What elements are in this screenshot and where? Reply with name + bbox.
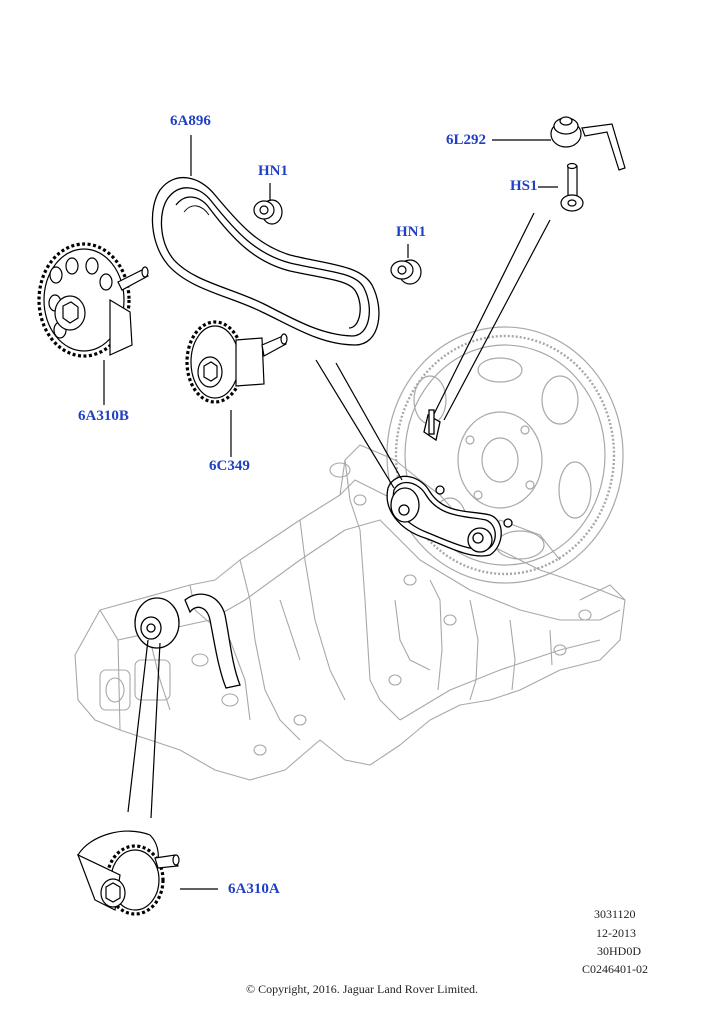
timing-belt bbox=[151, 176, 380, 346]
sprocket-6c349 bbox=[185, 320, 288, 404]
callout-6c349[interactable]: 6C349 bbox=[209, 458, 250, 474]
ref-date: 12-2013 bbox=[596, 926, 636, 940]
ref-engine-code: 30HD0D bbox=[597, 944, 641, 958]
ref-illustration-id: C0246401-02 bbox=[582, 962, 648, 976]
callout-6a310a[interactable]: 6A310A bbox=[228, 881, 280, 897]
bracket-6l292 bbox=[550, 116, 626, 171]
hn1-nut-upper bbox=[253, 199, 283, 225]
callout-6l292[interactable]: 6L292 bbox=[446, 132, 487, 148]
copyright-notice: © Copyright, 2016. Jaguar Land Rover Lim… bbox=[245, 982, 479, 996]
leader-lines bbox=[103, 135, 558, 890]
callout-6a310b[interactable]: 6A310B bbox=[78, 408, 129, 424]
flywheel bbox=[386, 326, 624, 584]
callout-6a896[interactable]: 6A896 bbox=[170, 113, 211, 129]
installed-belt-lower bbox=[134, 593, 241, 689]
sprocket-6a310a bbox=[76, 830, 180, 916]
bolt-hs1 bbox=[560, 162, 584, 212]
sprocket-6a310b bbox=[37, 242, 149, 358]
callout-hn1-upper[interactable]: HN1 bbox=[258, 163, 288, 179]
installed-belt bbox=[386, 409, 513, 557]
callout-hs1[interactable]: HS1 bbox=[510, 178, 538, 194]
hn1-nut-lower bbox=[390, 259, 422, 285]
callout-hn1-lower[interactable]: HN1 bbox=[396, 224, 426, 240]
ref-number: 3031120 bbox=[594, 907, 636, 921]
